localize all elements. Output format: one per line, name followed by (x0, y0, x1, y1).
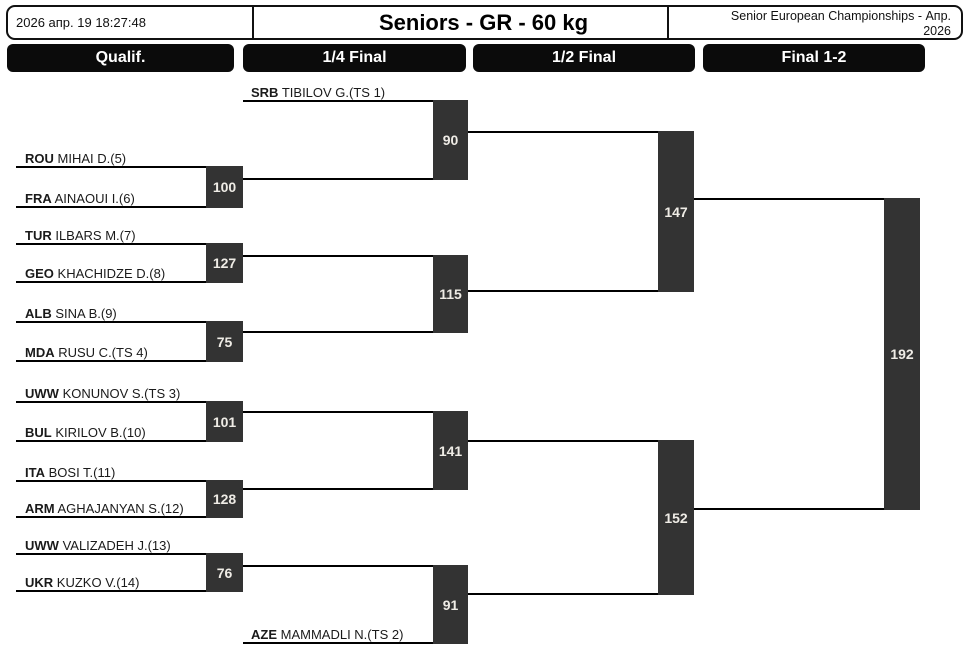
athlete-valizadeh: UWW VALIZADEH J.(13) (25, 538, 171, 554)
athlete-name: TIBILOV G.(TS 1) (281, 85, 386, 100)
bracket-line (16, 360, 243, 362)
athlete-name: KIRILOV B.(10) (55, 425, 146, 440)
country-code: BUL (25, 425, 52, 440)
bracket-line (243, 411, 433, 413)
bracket-line (468, 593, 658, 595)
country-code: UWW (25, 386, 59, 401)
athlete-konunov: UWW KONUNOV S.(TS 3) (25, 386, 180, 402)
match-box-75: 75 (206, 321, 243, 362)
athlete-name: AGHAJANYAN S.(12) (57, 501, 184, 516)
round-bar-qualification: Qualif. (7, 44, 234, 72)
header-event-year: 2026 (923, 24, 951, 38)
athlete-ainaoui: FRA AINAOUI I.(6) (25, 191, 135, 207)
bracket-line (694, 198, 884, 200)
bracket-line (16, 166, 206, 168)
athlete-name: MAMMADLI N.(TS 2) (280, 627, 404, 642)
country-code: TUR (25, 228, 52, 243)
country-code: SRB (251, 85, 279, 100)
bracket-line (468, 290, 658, 292)
bracket-line (468, 131, 658, 133)
athlete-khachidze: GEO KHACHIDZE D.(8) (25, 266, 165, 282)
country-code: FRA (25, 191, 52, 206)
athlete-name: KHACHIDZE D.(8) (57, 266, 166, 281)
athlete-name: KUZKO V.(14) (56, 575, 140, 590)
match-box-152: 152 (658, 440, 694, 595)
page-title: Seniors - GR - 60 kg (254, 7, 669, 38)
athlete-name: RUSU C.(TS 4) (58, 345, 148, 360)
bracket-line (243, 255, 433, 257)
athlete-sina: ALB SINA B.(9) (25, 306, 117, 322)
country-code: MDA (25, 345, 55, 360)
athlete-name: ILBARS M.(7) (55, 228, 136, 243)
round-bar-quarterfinal: 1/4 Final (243, 44, 466, 72)
bracket-line (694, 508, 884, 510)
country-code: AZE (251, 627, 277, 642)
country-code: ROU (25, 151, 54, 166)
athlete-aghajanyan: ARM AGHAJANYAN S.(12) (25, 501, 184, 517)
athlete-mammadli: AZE MAMMADLI N.(TS 2) (251, 627, 403, 643)
match-box-127: 127 (206, 243, 243, 283)
athlete-kirilov: BUL KIRILOV B.(10) (25, 425, 146, 441)
bracket-line (16, 440, 243, 442)
bracket-line (16, 206, 243, 208)
match-box-147: 147 (658, 131, 694, 292)
athlete-name: KONUNOV S.(TS 3) (62, 386, 181, 401)
country-code: ITA (25, 465, 45, 480)
bracket-line (16, 281, 243, 283)
country-code: ARM (25, 501, 55, 516)
bracket-line (16, 401, 206, 403)
athlete-name: BOSI T.(11) (48, 465, 116, 480)
match-box-115: 115 (433, 255, 468, 333)
match-box-100: 100 (206, 166, 243, 208)
athlete-ilbars: TUR ILBARS M.(7) (25, 228, 136, 244)
country-code: UKR (25, 575, 54, 590)
header: 2026 апр. 19 18:27:48 Seniors - GR - 60 … (6, 5, 963, 40)
round-bar-semifinal: 1/2 Final (473, 44, 695, 72)
athlete-name: SINA B.(9) (55, 306, 117, 321)
athlete-kuzko: UKR KUZKO V.(14) (25, 575, 139, 591)
bracket-line (243, 178, 433, 180)
match-box-141: 141 (433, 411, 468, 490)
athlete-tibilov: SRB TIBILOV G.(TS 1) (251, 85, 385, 101)
bracket-line (243, 565, 433, 567)
bracket-line (16, 590, 243, 592)
bracket-line (468, 440, 658, 442)
country-code: UWW (25, 538, 59, 553)
bracket-line (16, 553, 206, 555)
bracket-line (243, 488, 433, 490)
athlete-name: VALIZADEH J.(13) (62, 538, 171, 553)
header-event-name: Senior European Championships - Апр. (730, 9, 951, 23)
bracket-line (243, 100, 433, 102)
bracket-line (16, 321, 206, 323)
match-box-128: 128 (206, 480, 243, 518)
header-event: Senior European Championships - Апр. 202… (669, 7, 961, 38)
round-bar-final: Final 1-2 (703, 44, 925, 72)
bracket-line (16, 480, 206, 482)
athlete-name: MIHAI D.(5) (57, 151, 127, 166)
match-box-101: 101 (206, 401, 243, 442)
match-box-90: 90 (433, 100, 468, 180)
athlete-mihai: ROU MIHAI D.(5) (25, 151, 126, 167)
match-box-76: 76 (206, 553, 243, 592)
match-box-192: 192 (884, 198, 920, 510)
bracket-line (243, 642, 433, 644)
bracket-line (16, 516, 243, 518)
match-box-91: 91 (433, 565, 468, 644)
country-code: GEO (25, 266, 54, 281)
header-datetime: 2026 апр. 19 18:27:48 (8, 7, 254, 38)
bracket-line (243, 331, 433, 333)
athlete-name: AINAOUI I.(6) (54, 191, 135, 206)
bracket-line (16, 243, 206, 245)
athlete-rusu: MDA RUSU C.(TS 4) (25, 345, 148, 361)
athlete-bosi: ITA BOSI T.(11) (25, 465, 115, 481)
country-code: ALB (25, 306, 52, 321)
